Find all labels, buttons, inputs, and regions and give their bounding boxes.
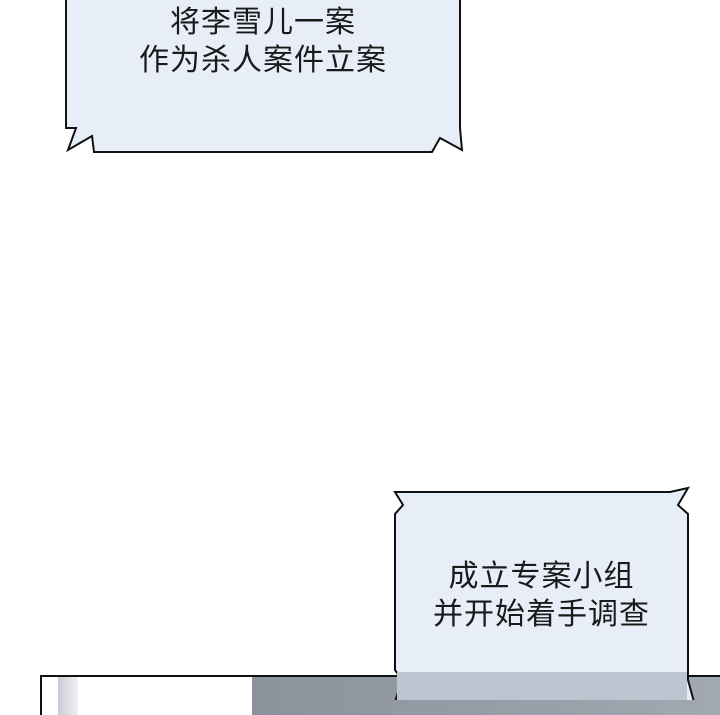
bubble-line: 并开始着手调查: [433, 597, 650, 632]
bubble-text-bottom: 成立专案小组 并开始着手调查: [395, 558, 688, 634]
bubble-overlap-shade: [397, 672, 687, 700]
speech-bubbles: [65, 0, 695, 700]
bubble-text-top: 将李雪儿一案 作为杀人案件立案: [66, 4, 460, 80]
bubble-line: 成立专案小组: [448, 559, 635, 594]
bubble-line: 将李雪儿一案: [170, 5, 356, 40]
speech-bubble-top: [65, 0, 464, 153]
speech-bubble-bottom: [393, 486, 695, 700]
bubble-line: 作为杀人案件立案: [139, 43, 387, 78]
